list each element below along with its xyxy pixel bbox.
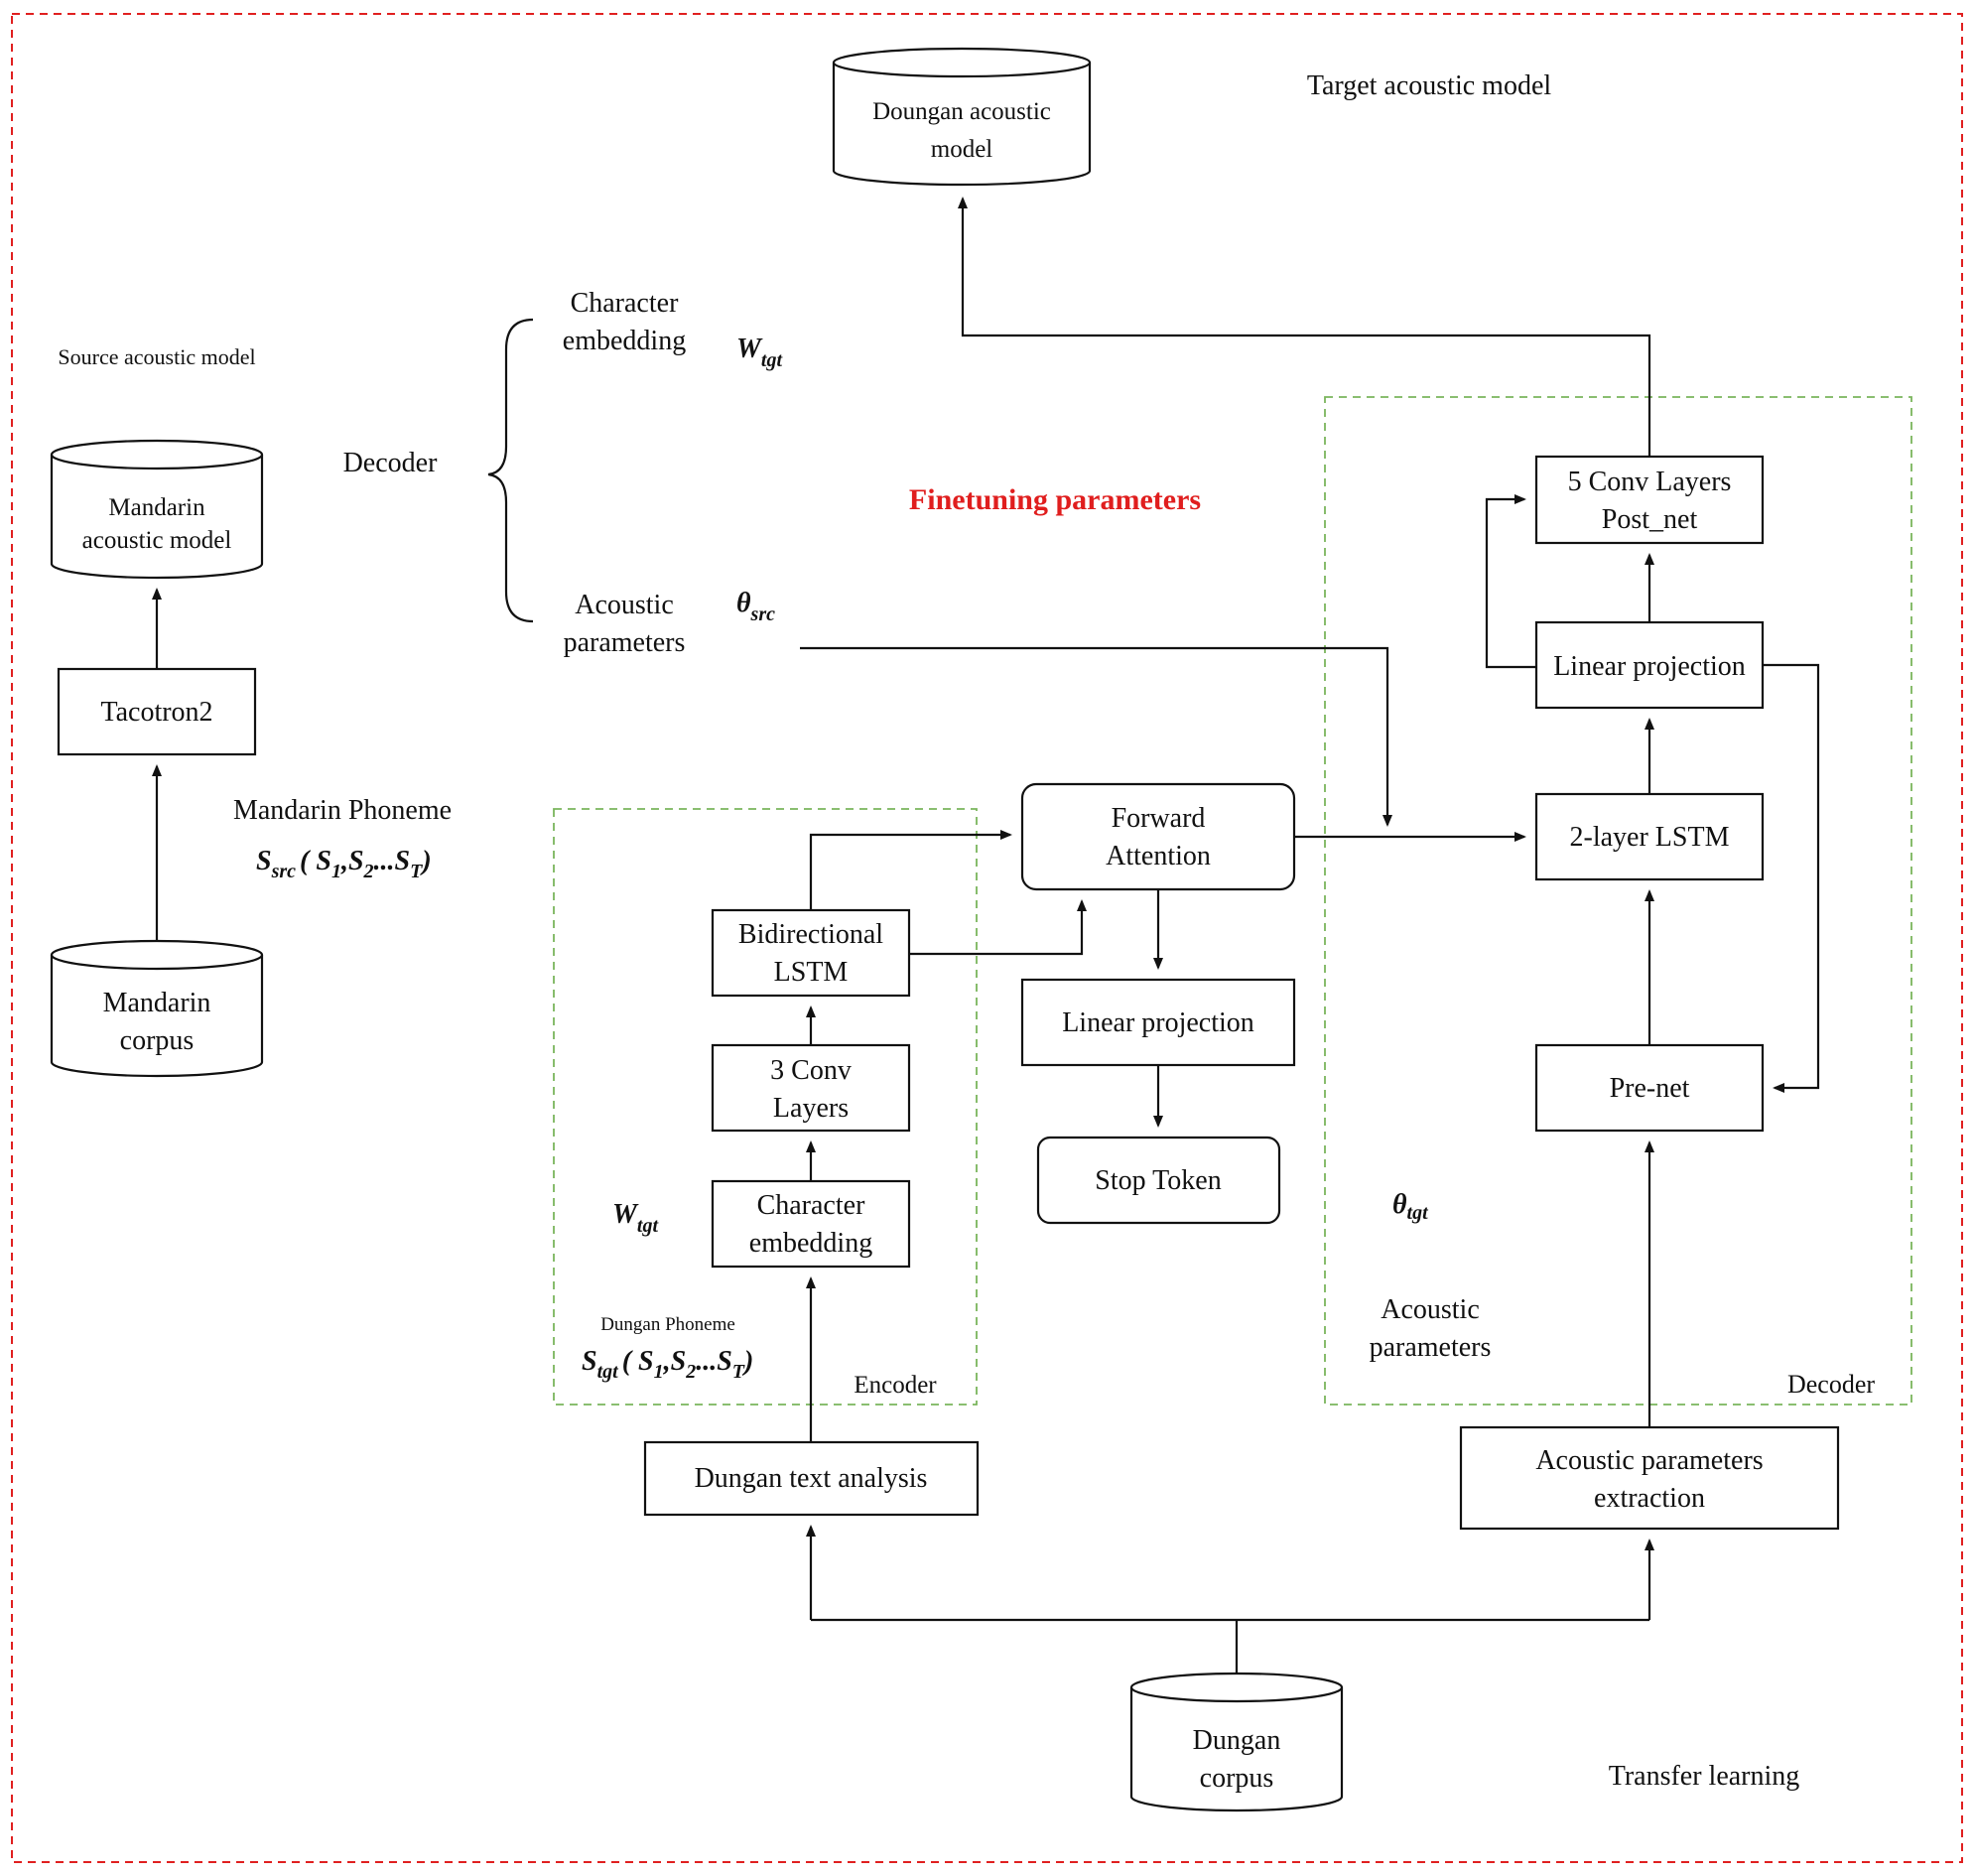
dungan-corpus-db: Dungan corpus xyxy=(1129,1672,1344,1812)
forward-attention-label-2: Attention xyxy=(1106,841,1211,871)
conv3-label-1: 3 Conv xyxy=(770,1055,852,1086)
brace-acoustic-params-2: parameters xyxy=(564,627,686,658)
mandarin-corpus-db: Mandarin corpus xyxy=(50,939,264,1078)
forward-attention-label-1: Forward xyxy=(1112,803,1206,834)
connectors xyxy=(152,197,1820,1674)
decoder-linear-projection-label: Linear projection xyxy=(1553,651,1746,682)
lstm2-label: 2-layer LSTM xyxy=(1570,822,1730,853)
dungan-text-analysis-label: Dungan text analysis xyxy=(695,1463,928,1494)
dungan-phoneme-label: Dungan Phoneme xyxy=(600,1314,735,1335)
mandarin-model-label-2: acoustic model xyxy=(82,527,232,554)
brace-char-embedding-2: embedding xyxy=(563,326,686,356)
encoder-group xyxy=(553,808,978,1406)
theta-tgt-symbol: θtgt xyxy=(1392,1189,1429,1224)
mandarin-phoneme-label: Mandarin Phoneme xyxy=(233,795,452,826)
forward-attention-box: Forward Attention xyxy=(1020,782,1296,891)
bilstm-label-2: LSTM xyxy=(774,957,849,988)
mid-linear-projection-box: Linear projection xyxy=(1020,978,1296,1067)
decoder-group-label: Decoder xyxy=(1787,1370,1875,1399)
decoder-linear-projection-box: Linear projection xyxy=(1534,620,1765,710)
target-model-title: Target acoustic model xyxy=(1307,70,1552,101)
mid-linear-projection-label: Linear projection xyxy=(1062,1007,1254,1038)
conv5-postnet-box: 5 Conv Layers Post_net xyxy=(1534,455,1765,545)
dungan-corpus-label-1: Dungan xyxy=(1193,1725,1281,1756)
conv5-label-2: Post_net xyxy=(1602,504,1698,535)
encoder-group-label: Encoder xyxy=(854,1372,937,1399)
tacotron2-label: Tacotron2 xyxy=(100,697,212,728)
dungan-corpus-label-2: corpus xyxy=(1200,1763,1274,1794)
encoder-char-embedding-label-2: embedding xyxy=(749,1228,872,1259)
source-model-title: Source acoustic model xyxy=(58,344,255,369)
prenet-label: Pre-net xyxy=(1610,1073,1690,1104)
brace-acoustic-params-1: Acoustic xyxy=(575,590,674,620)
s-src-sequence: Ssrc( S1,S2...ST) xyxy=(256,846,432,882)
prenet-box: Pre-net xyxy=(1534,1043,1765,1133)
stop-token-label: Stop Token xyxy=(1095,1165,1221,1196)
outer-frame xyxy=(11,13,1963,1863)
brace-char-embedding-1: Character xyxy=(571,288,679,319)
mandarin-corpus-label-1: Mandarin xyxy=(103,988,211,1018)
decoder-acoustic-params-1: Acoustic xyxy=(1381,1294,1480,1325)
conv3-box: 3 Conv Layers xyxy=(711,1043,911,1133)
acoustic-extraction-box: Acoustic parameters extraction xyxy=(1459,1425,1840,1531)
s-tgt-sequence: Stgt( S1,S2...ST) xyxy=(582,1346,753,1383)
acoustic-extraction-label-2: extraction xyxy=(1594,1483,1705,1514)
conv3-label-2: Layers xyxy=(773,1093,849,1124)
decoder-acoustic-params-2: parameters xyxy=(1370,1332,1492,1363)
mandarin-corpus-label-2: corpus xyxy=(120,1025,195,1056)
mandarin-acoustic-model-db: Mandarin acoustic model xyxy=(50,439,264,580)
conv5-label-1: 5 Conv Layers xyxy=(1568,467,1732,497)
bilstm-box: Bidirectional LSTM xyxy=(711,908,911,998)
encoder-char-embedding-box: Character embedding xyxy=(711,1179,911,1269)
mandarin-model-label-1: Mandarin xyxy=(108,494,205,521)
decoder-group xyxy=(1324,396,1912,1406)
dungan-text-analysis-box: Dungan text analysis xyxy=(643,1440,980,1517)
lstm2-box: 2-layer LSTM xyxy=(1534,792,1765,881)
doungan-model-label-2: model xyxy=(931,136,993,163)
acoustic-extraction-label-1: Acoustic parameters xyxy=(1535,1445,1763,1476)
brace-decoder-label: Decoder xyxy=(343,448,439,478)
theta-src-symbol: θsrc xyxy=(736,588,775,625)
bilstm-label-1: Bidirectional xyxy=(738,919,883,950)
transfer-learning-label: Transfer learning xyxy=(1609,1761,1800,1792)
stop-token-box: Stop Token xyxy=(1036,1136,1281,1225)
finetuning-parameters-title: Finetuning parameters xyxy=(909,483,1201,516)
encoder-char-embedding-label-1: Character xyxy=(757,1190,865,1221)
w-tgt-symbol-encoder: Wtgt xyxy=(612,1199,659,1237)
tacotron2-box: Tacotron2 xyxy=(57,667,257,756)
decoder-brace xyxy=(487,318,534,623)
w-tgt-symbol-top: Wtgt xyxy=(736,334,783,371)
doungan-model-label-1: Doungan acoustic xyxy=(872,98,1051,125)
doungan-acoustic-model-db: Doungan acoustic model xyxy=(832,47,1092,187)
